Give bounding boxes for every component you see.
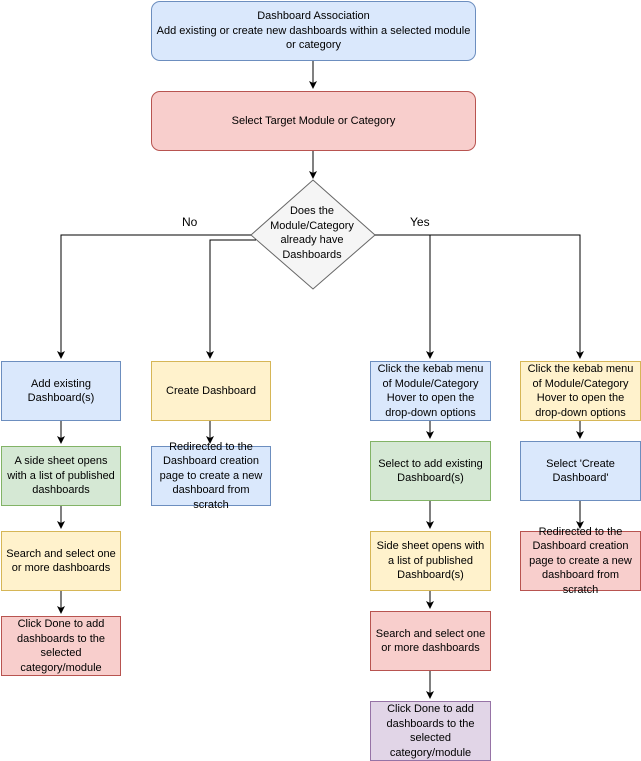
edge-decision-to-kebab: [375, 234, 434, 359]
edge-decision-to-create: [206, 239, 256, 359]
node-title: Dashboard Association: [257, 10, 370, 23]
edge-decision-to-kebab-2: [375, 234, 584, 359]
node-kebab-menu-create: Click the kebab menu of Module/Category …: [520, 361, 641, 421]
node-select-add-existing: Select to add existing Dashboard(s): [370, 441, 491, 501]
node-search-select: Search and select one or more dashboards: [1, 531, 121, 591]
node-create-redirect-yes: Redirected to the Dashboard creation pag…: [520, 526, 641, 596]
edge-label-yes: Yes: [410, 215, 430, 229]
node-dashboard-association: Dashboard Association Add existing or cr…: [151, 1, 476, 61]
node-side-sheet-published: A side sheet opens with a list of publis…: [1, 446, 121, 506]
decision-diamond: [250, 179, 376, 290]
edge-label-no: No: [182, 215, 198, 229]
node-search-select-yes: Search and select one or more dashboards: [370, 611, 491, 671]
node-create-redirect: Redirected to the Dashboard creation pag…: [151, 441, 271, 511]
node-click-done-yes: Click Done to add dashboards to the sele…: [370, 701, 491, 761]
node-side-sheet-opens: Side sheet opens with a list of publishe…: [370, 531, 491, 591]
decision-label: Does the Module/Category already have Da…: [270, 205, 354, 261]
node-click-done: Click Done to add dashboards to the sele…: [1, 616, 121, 676]
edge-decision-to-add-existing: [57, 234, 251, 359]
node-create-dashboard: Create Dashboard: [151, 361, 271, 421]
node-add-existing: Add existing Dashboard(s): [1, 361, 121, 421]
node-kebab-menu: Click the kebab menu of Module/Category …: [370, 361, 491, 421]
node-select-target: Select Target Module or Category: [151, 91, 476, 151]
node-select-create-dashboard: Select 'Create Dashboard': [520, 441, 641, 501]
node-description: Add existing or create new dashboards wi…: [156, 24, 471, 52]
